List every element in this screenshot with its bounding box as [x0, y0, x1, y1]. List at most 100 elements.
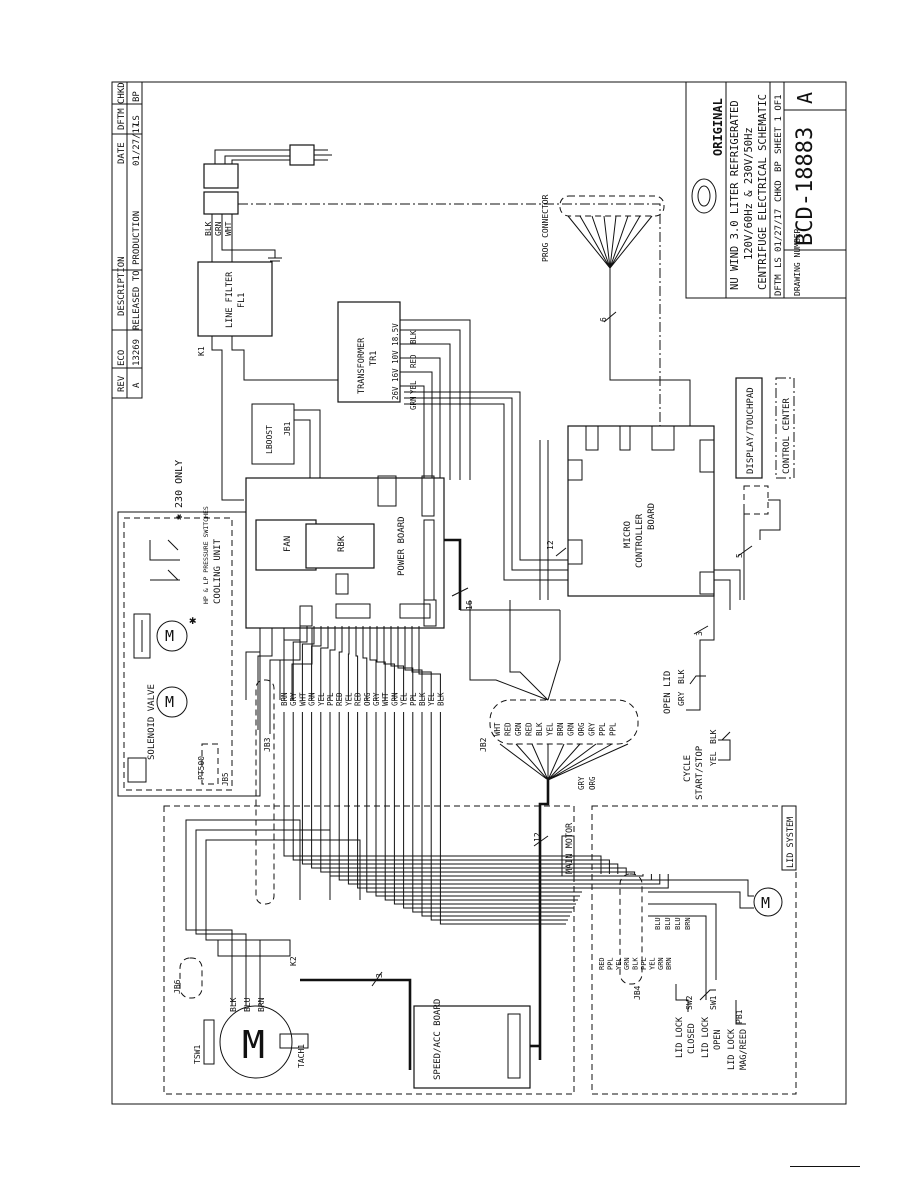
jb3-wire-up	[311, 626, 322, 700]
prog-connector	[559, 195, 665, 217]
lid-wire	[592, 871, 636, 874]
fan-label: FAN	[283, 536, 293, 552]
rev-value-dftm: LS	[132, 115, 142, 126]
main-drive-motor	[219, 1005, 293, 1079]
lid-motor-symbol: M	[761, 894, 770, 912]
lid-wire-label: PPL	[640, 957, 648, 970]
jb3-wire-down	[430, 712, 568, 921]
drawing-revision: A	[793, 92, 817, 104]
jb6-connector	[179, 957, 203, 999]
rev-value-rev: A	[132, 382, 142, 388]
condenser-fan-motor-symbol: M	[165, 627, 174, 645]
footer-rule	[790, 1166, 860, 1167]
lid-wire-label: GRN	[623, 957, 631, 970]
cycle-label-1: CYCLE	[683, 755, 693, 782]
main-drive-motor-symbol: M	[242, 1023, 265, 1067]
rev-value-date: 01/27/17	[132, 123, 142, 166]
jb3-wire-up	[362, 626, 368, 700]
jb2-wire-label: ORG	[577, 722, 586, 736]
sw1-label: SW1	[709, 995, 718, 1010]
jb2-wire-label: BLK	[535, 722, 544, 736]
rbk-box	[305, 523, 375, 569]
display-touchpad	[735, 377, 763, 479]
lid-system-enclosure	[591, 805, 797, 1095]
transformer-wire-red: RED	[409, 354, 418, 368]
drawing-number: BCD-18883	[793, 127, 818, 246]
main-motor-wire-blk: BLK	[229, 997, 238, 1012]
jb3-connector	[255, 679, 275, 905]
jb2-wire-label: PPL	[609, 722, 618, 736]
bundle-count-3-upper: 3	[695, 631, 704, 636]
revision-block: REV ECO DESCRIPTION DATE DFTM CHKD A 132…	[111, 81, 143, 399]
transformer	[337, 301, 401, 403]
pt500-label: PT500	[197, 756, 206, 780]
title-meta-sheet: SHEET 1 OF1	[774, 94, 784, 154]
jb3-wire-up	[329, 626, 336, 700]
jb3-wire-up	[390, 626, 405, 700]
title-line-3: CENTRIFUGE ELECTRICAL SCHEMATIC	[757, 94, 769, 290]
bundle-count-12-upper: 12	[546, 540, 555, 550]
jb3-wire-up	[369, 626, 377, 700]
cycle-wire-blk: BLK	[709, 729, 718, 744]
jb3-wire-down	[366, 712, 582, 893]
pb1-label: PB1	[735, 1009, 744, 1024]
open-lid-label: OPEN LID	[663, 671, 673, 714]
lid-wire	[594, 867, 627, 874]
jb3-wire-up	[411, 626, 432, 700]
lid-right-wire-label: BLU	[654, 917, 662, 930]
jb3-wire-down	[320, 712, 592, 873]
jb3-wire-down	[439, 712, 566, 925]
main-motor-enclosure	[163, 805, 575, 1095]
micro-controller-board	[567, 425, 715, 597]
sw2-label: SW2	[685, 995, 694, 1010]
lid-lock-open-label-1: LID LOCK	[701, 1016, 711, 1058]
bundle-count-3-lower: 3	[375, 973, 384, 978]
rev-header-eco: ECO	[117, 350, 127, 366]
control-center-label: CONTROL CENTER	[782, 398, 792, 474]
speed-acc-board	[413, 1005, 531, 1089]
lid-lock-closed-label-1: LID LOCK	[675, 1016, 685, 1058]
lid-lock-closed-label-2: CLOSED	[687, 1023, 697, 1054]
jb3-wire-up	[347, 626, 350, 700]
cycle-wire-yel: YEL	[709, 751, 718, 766]
drawing-number-label: DRAWING NUMBER	[793, 228, 802, 296]
main-motor-wire-brn: BRN	[257, 997, 266, 1012]
jb3-wire-down	[301, 712, 596, 865]
jb2-wire-label: GRN	[514, 722, 523, 736]
rev-header-rev: REV	[117, 375, 127, 392]
jb3-wire-down	[375, 712, 580, 897]
lid-wire-label: RED	[598, 957, 606, 970]
transformer-taps: 26V 16V 10V 18.5V	[391, 323, 400, 400]
line-filter-ref: FL1	[237, 293, 247, 308]
rev-header-description: DESCRIPTION	[117, 256, 127, 316]
lid-wire-label: YEL	[615, 957, 623, 970]
rbk-label: RBK	[337, 535, 347, 552]
jb2-wire-label: RED	[504, 722, 513, 736]
jb1-label: JB1	[283, 421, 292, 436]
jb4-connector	[619, 873, 643, 985]
line-filter-label: LINE FILTER	[225, 271, 235, 328]
line-filter	[197, 261, 273, 337]
jb3-wire-down	[329, 712, 590, 877]
note-230-only: ✱ 230 ONLY	[174, 460, 185, 520]
jb3-wire-up	[320, 626, 329, 700]
jb3-wire-down	[311, 712, 594, 869]
jb3-wire-up	[383, 626, 395, 700]
transformer-wire-yel: YEL	[409, 380, 418, 394]
mains-plug	[203, 144, 332, 215]
compressor-motor-symbol: M	[165, 693, 174, 711]
title-block: ORIGINAL NU WIND 3.0 LITER REFRIGERATED …	[685, 81, 847, 299]
cooling-unit-enclosure	[117, 511, 261, 797]
lid-wire	[584, 874, 669, 889]
pt500-connector	[201, 743, 219, 785]
title-meta-date: 01/27/17	[774, 209, 784, 252]
lid-wire	[588, 874, 652, 881]
jb2-wire-label: RED	[525, 722, 534, 736]
power-board-label: POWER BOARD	[397, 516, 407, 576]
title-meta-ls: LS	[774, 257, 784, 268]
jb3-wire-down	[283, 712, 600, 857]
jb3-wire-up	[338, 626, 343, 700]
